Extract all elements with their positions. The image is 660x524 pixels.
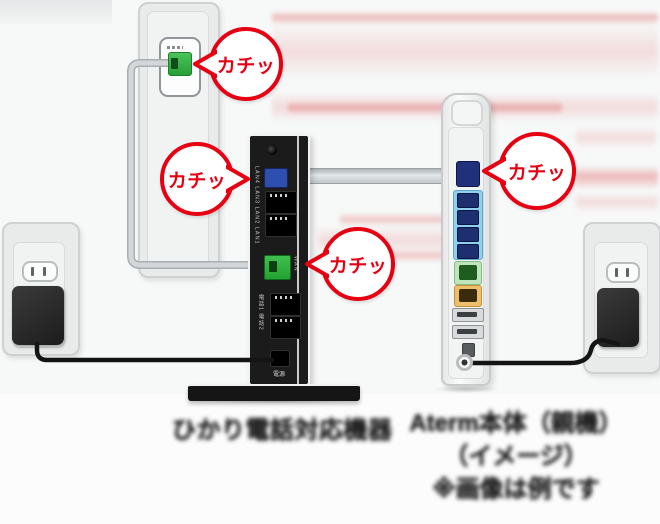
port-pins: [270, 194, 290, 197]
white-device-top-notch: [451, 100, 483, 126]
lan-port: [457, 210, 479, 225]
outlet-slot: [615, 268, 618, 277]
click-bubble-label: カチッ: [216, 55, 276, 77]
pink-stripe: [272, 24, 658, 78]
right-ac-adapter: [597, 288, 639, 347]
green-port: [454, 261, 482, 285]
caption-right-device: Aterm本体（親機） （イメージ） ※画像は例です: [400, 407, 632, 506]
pink-stripe: [288, 101, 562, 114]
lan-port-block: [453, 190, 483, 260]
port-pins: [270, 217, 290, 220]
white-device-body: [441, 93, 491, 386]
caption-right-line3: ※画像は例です: [432, 476, 600, 503]
bubble-tail-left: [193, 50, 217, 78]
pink-stripe: [576, 127, 656, 148]
screw-hole: [267, 145, 277, 155]
port-hole: [269, 261, 277, 272]
pink-stripe: [340, 213, 462, 226]
click-bubble-circle: カチッ: [498, 132, 576, 210]
lan-port: [265, 191, 297, 214]
lan-uplink-port: [264, 168, 288, 188]
lan-port: [457, 244, 479, 259]
click-bubble-circle: カチッ: [160, 142, 234, 216]
bubble-tail-left: [305, 250, 329, 278]
lan-port: [457, 193, 479, 208]
optical-jack: [168, 52, 192, 76]
outlet-slot: [626, 268, 629, 277]
wan-port-label: WAN: [292, 256, 299, 272]
phone-port-2: [270, 316, 301, 339]
pink-stripe: [576, 192, 658, 212]
click-bubble-label: カチッ: [328, 255, 388, 277]
power-inlet: [270, 350, 290, 367]
click-bubble-label: カチッ: [167, 170, 227, 192]
bubble-tail-right: [226, 165, 250, 193]
lan-port: [457, 227, 479, 242]
caption-right-line2: （イメージ）: [444, 443, 588, 470]
white-device-shadow: [433, 385, 499, 393]
port-pins: [275, 319, 295, 322]
click-bubble-circle: カチッ: [321, 227, 395, 301]
phone-port-1: [270, 293, 301, 316]
outlet-slot: [31, 267, 34, 276]
lan-port: [265, 214, 297, 237]
black-device-stand: [188, 384, 360, 401]
port-pins: [275, 296, 295, 299]
black-device-body: LAN4 LAN3 LAN2 LAN1 WAN 電話1 電話2 電源: [248, 134, 310, 386]
pink-stripe: [576, 166, 658, 188]
click-bubble-circle: カチッ: [209, 27, 283, 101]
orange-port: [454, 285, 482, 307]
port-hole: [459, 265, 477, 280]
usb-slot: [457, 312, 477, 317]
optical-jack-hole: [171, 58, 178, 69]
caption-right-line1: Aterm本体（親機）: [409, 410, 623, 437]
caption-left-device: ひかり電話対応機器: [172, 417, 393, 444]
usb-port-1: [452, 308, 484, 322]
outlet-slot: [43, 267, 46, 276]
lan-ports-label: LAN4 LAN3 LAN2 LAN1: [253, 166, 260, 245]
usb-port-2: [452, 325, 484, 339]
pink-stripe: [272, 11, 658, 24]
left-outlet-socket: [22, 261, 58, 282]
port-hole: [459, 289, 477, 302]
phone-ports-label: 電話1 電話2: [257, 294, 264, 331]
left-ac-adapter: [12, 286, 64, 345]
floor-area: [0, 394, 660, 524]
white-device-power-jack: [456, 354, 473, 371]
wan-port: [456, 161, 480, 187]
power-label: 電源: [273, 372, 286, 378]
click-bubble-label: カチッ: [507, 162, 567, 184]
background-gray-band: [0, 0, 112, 24]
bubble-tail-left: [482, 157, 506, 185]
right-outlet-socket: [606, 262, 640, 283]
optical-outlet-mark: [167, 46, 183, 49]
black-device-front-edge: [297, 136, 299, 384]
wan-line-port: [264, 255, 291, 280]
usb-slot: [457, 329, 477, 334]
